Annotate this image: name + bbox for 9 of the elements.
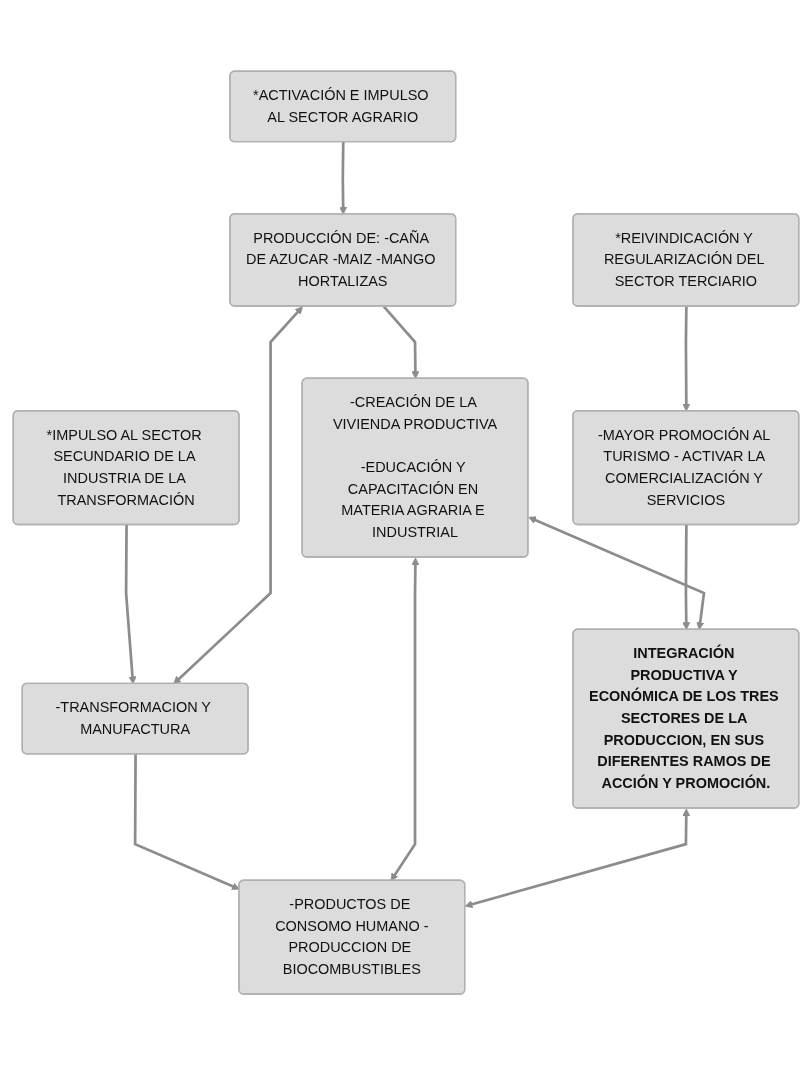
arrow	[682, 525, 691, 631]
arrow	[390, 557, 420, 882]
arrow	[173, 306, 303, 685]
arrow	[528, 516, 706, 631]
arrow	[682, 306, 691, 412]
arrow	[464, 808, 691, 909]
arrow	[382, 305, 420, 380]
arrow	[339, 142, 348, 216]
arrow	[124, 525, 137, 685]
